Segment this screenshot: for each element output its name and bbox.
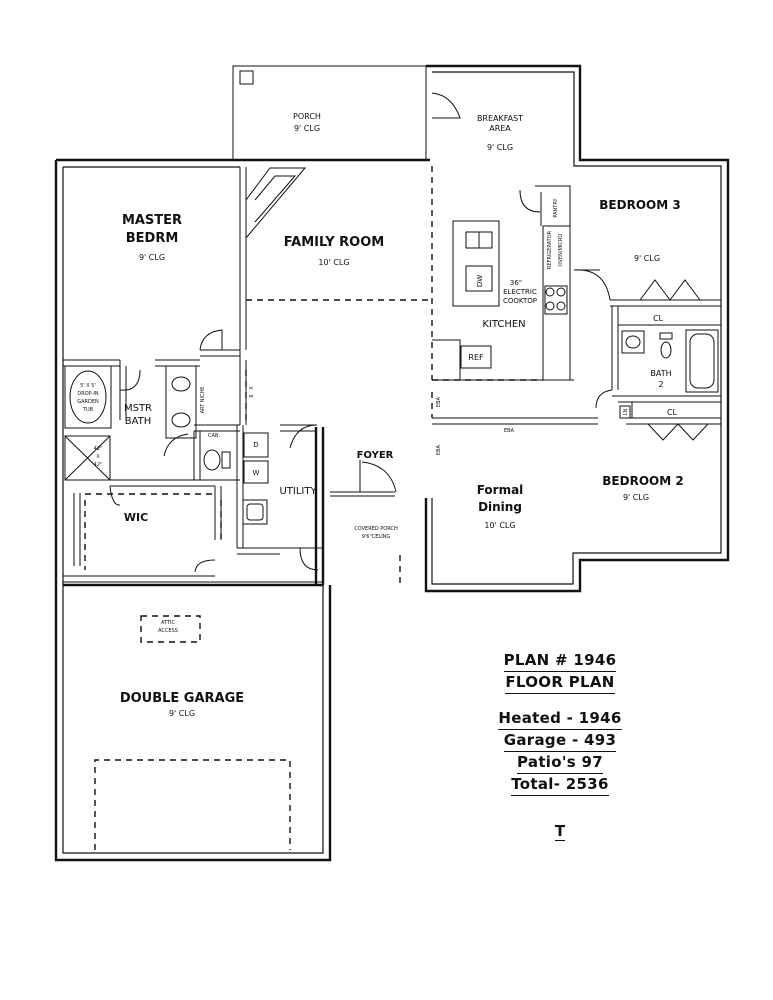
exterior-walls xyxy=(54,64,730,862)
porch-ceiling: 9' CLG xyxy=(294,124,320,133)
tub-label-3: GARDEN xyxy=(77,399,99,405)
cab-label: CAB. xyxy=(208,433,220,439)
cooktop-label-2: COOKTOP xyxy=(503,297,537,305)
bedroom3-label: BEDROOM 3 xyxy=(599,198,680,212)
shower-label-3: 42" xyxy=(94,462,103,468)
hall-opening-label: X xyxy=(249,386,255,390)
patios-area: Patio's 97 xyxy=(517,752,603,774)
bedroom2-label: BEDROOM 2 xyxy=(602,474,683,488)
wic-label: WIC xyxy=(124,511,148,524)
linen-label: LN xyxy=(623,408,629,415)
closet-label-bedroom3: CL xyxy=(653,314,664,323)
garage-ceiling: 9' CLG xyxy=(169,709,195,718)
garage-label: DOUBLE GARAGE xyxy=(120,691,244,706)
mstr-bath-label: MSTR xyxy=(124,403,152,414)
heated-area: Heated - 1946 xyxy=(498,708,622,730)
dryer-label: D xyxy=(253,441,258,449)
plan-title: FLOOR PLAN xyxy=(505,672,615,694)
art-niche-label: ART NICHE xyxy=(200,387,206,414)
formal-dining-ceiling: 10' CLG xyxy=(484,521,515,530)
room-labels: PORCH 9' CLG BREAKFAST AREA 9' CLG MASTE… xyxy=(77,112,683,718)
mstr-bath-label-2: BATH xyxy=(125,416,152,427)
tub-label-2: DROP-IN xyxy=(77,391,98,397)
hall-opening-label-2: 6 xyxy=(249,394,255,397)
interior-walls xyxy=(63,92,721,587)
eba-label-left-2: EBA xyxy=(436,444,442,455)
kitchen-label: KITCHEN xyxy=(482,319,525,330)
ref-label: REF xyxy=(468,353,484,362)
eba-label-top: EBA xyxy=(504,428,515,434)
master-label: MASTER xyxy=(122,213,182,228)
cooktop-size: 36" xyxy=(510,279,522,287)
bedroom2-ceiling: 9' CLG xyxy=(623,493,649,502)
breakfast-ceiling: 9' CLG xyxy=(487,143,513,152)
garage-area: Garage - 493 xyxy=(503,730,617,752)
attic-label-2: ACCESS xyxy=(158,628,178,634)
tub-label: 5' X 5' xyxy=(80,383,96,389)
dashed-lines xyxy=(84,166,543,850)
bath2-label: BATH xyxy=(650,369,671,378)
closet-label-bedroom2: CL xyxy=(667,408,678,417)
eba-label-left: EBA xyxy=(436,396,442,407)
shower-label-2: X xyxy=(96,454,100,460)
foyer-label: FOYER xyxy=(357,450,394,461)
dw-label: DW xyxy=(476,275,484,287)
refrigerator-label: REFRIGERATOR xyxy=(547,230,553,269)
cooktop-label: ELECTRIC xyxy=(503,288,537,296)
attic-label: ATTIC xyxy=(161,620,176,626)
utility-label: UTILITY xyxy=(279,486,317,497)
master-label-2: BEDRM xyxy=(126,231,179,246)
formal-dining-label-2: Dining xyxy=(478,500,522,514)
tub-label-4: TUB xyxy=(82,407,94,413)
plan-legend: PLAN # 1946 FLOOR PLAN Heated - 1946 Gar… xyxy=(470,650,650,841)
porch-label: PORCH xyxy=(293,112,321,121)
bedroom3-ceiling: 9' CLG xyxy=(634,254,660,263)
breakfast-label-2: AREA xyxy=(489,124,511,133)
washer-label: W xyxy=(253,469,260,477)
formal-dining-label: Formal xyxy=(477,483,524,497)
pantry-label: PANTRY xyxy=(553,197,559,217)
sheet-mark: T xyxy=(554,822,566,841)
family-room-label: FAMILY ROOM xyxy=(284,235,384,250)
family-room-ceiling: 10' CLG xyxy=(318,258,349,267)
covered-porch-label: COVERED PORCH xyxy=(354,526,398,532)
master-ceiling: 9' CLG xyxy=(139,253,165,262)
covered-porch-ceiling: 9'6"CELING xyxy=(362,534,391,540)
total-area: Total- 2536 xyxy=(511,774,609,796)
shower-label: 42" xyxy=(94,446,103,452)
breakfast-label: BREAKFAST xyxy=(477,114,523,123)
oven-label: OVEN/MICRO xyxy=(558,234,564,267)
bath2-label-2: 2 xyxy=(658,380,663,389)
plan-number: PLAN # 1946 xyxy=(503,650,617,672)
